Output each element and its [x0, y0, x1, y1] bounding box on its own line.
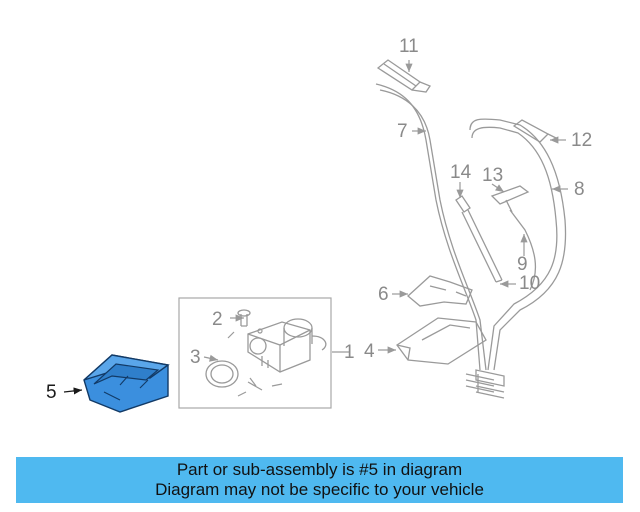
callout-11[interactable]: 11 [399, 36, 419, 57]
callout-3[interactable]: 3 [190, 347, 201, 368]
part-1-hydraulic-unit[interactable] [247, 318, 327, 373]
callout-12[interactable]: 12 [571, 130, 593, 151]
part-6-bracket[interactable] [407, 275, 473, 307]
part-3-ring[interactable] [205, 360, 239, 388]
small-fittings [227, 328, 283, 397]
abs-assembly-frame [178, 297, 332, 409]
callout-10[interactable]: 10 [519, 273, 541, 294]
part-14-bracket[interactable] [455, 195, 503, 283]
callout-4[interactable]: 4 [364, 341, 375, 362]
info-banner: Part or sub-assembly is #5 in diagram Di… [16, 457, 623, 503]
banner-line-1: Part or sub-assembly is #5 in diagram [176, 460, 463, 479]
callout-7[interactable]: 7 [397, 121, 408, 142]
callout-8[interactable]: 8 [574, 179, 585, 200]
callout-1[interactable]: 1 [344, 342, 355, 363]
part-4-cover[interactable] [396, 317, 487, 365]
part-12-connector[interactable] [512, 119, 557, 143]
part-13-clip[interactable] [490, 185, 530, 213]
callout-6[interactable]: 6 [378, 284, 389, 305]
callout-14[interactable]: 14 [450, 162, 472, 183]
banner-line-2: Diagram may not be specific to your vehi… [155, 480, 484, 499]
leader-lines [63, 60, 568, 395]
tube-assembly[interactable] [375, 83, 567, 399]
callout-2[interactable]: 2 [212, 309, 223, 330]
part-11-connector[interactable] [376, 59, 431, 93]
part-5-tray[interactable] [83, 354, 170, 413]
callout-5[interactable]: 5 [46, 382, 57, 403]
callout-9[interactable]: 9 [517, 254, 528, 275]
callout-13[interactable]: 13 [482, 165, 504, 186]
